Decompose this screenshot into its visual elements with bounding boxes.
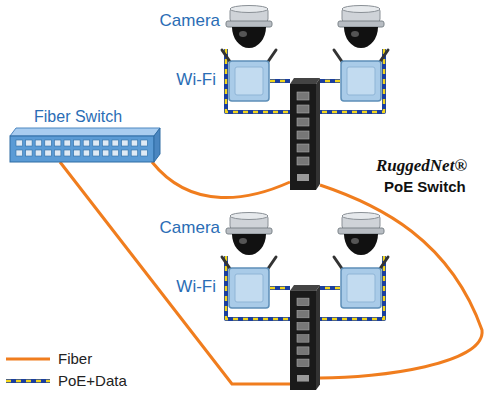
wifi-access-point — [340, 60, 382, 102]
node-label: Wi-Fi — [176, 70, 216, 90]
node-label: Fiber Switch — [34, 108, 122, 126]
wifi-access-point — [340, 267, 382, 309]
camera-dome — [336, 5, 386, 49]
camera-dome — [336, 212, 386, 256]
legend-label: PoE+Data — [58, 372, 127, 389]
poe-switch — [290, 285, 320, 390]
node-label: RuggedNet® — [376, 156, 467, 176]
wifi-access-point: Wi-Fi — [228, 267, 270, 309]
poe-cable — [270, 81, 290, 82]
fiber-cable — [60, 162, 482, 384]
legend-label: Fiber — [58, 350, 92, 367]
camera-dome: Camera — [224, 5, 274, 49]
legend-samples — [6, 359, 50, 381]
camera-dome: Camera — [224, 212, 274, 256]
poe-switch: RuggedNet®PoE Switch — [290, 78, 320, 190]
poe-cable — [226, 49, 290, 112]
node-label: Camera — [160, 218, 220, 238]
fiber-switch: Fiber Switch — [8, 128, 160, 162]
node-label: Wi-Fi — [176, 277, 216, 297]
fiber-cable — [152, 162, 290, 198]
node-label: PoE Switch — [384, 178, 466, 195]
node-label: Camera — [160, 11, 220, 31]
wifi-access-point: Wi-Fi — [228, 60, 270, 102]
poe-cable — [226, 49, 384, 319]
